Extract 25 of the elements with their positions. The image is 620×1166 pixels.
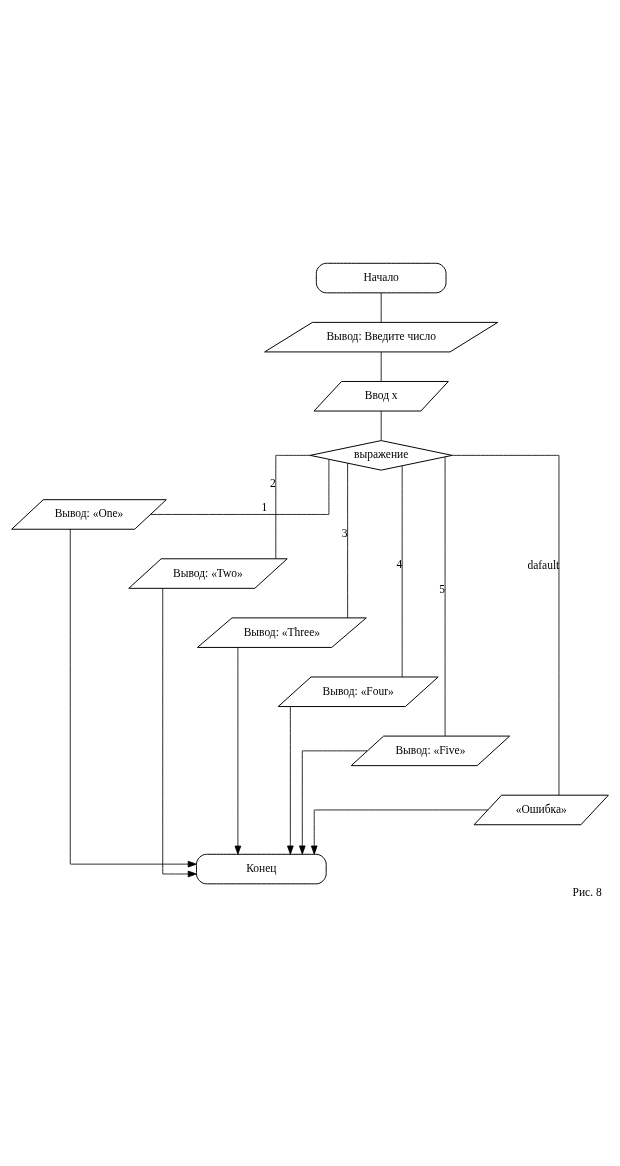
- connector: [347, 462, 349, 619]
- arrow: [69, 528, 197, 868]
- arrow: [299, 750, 368, 855]
- connector: [380, 292, 382, 323]
- edge-label: 5: [439, 583, 446, 596]
- node-box: Начало: [315, 262, 447, 294]
- node-diamond: выражение: [309, 440, 453, 471]
- arrow: [234, 647, 242, 855]
- arrow: [310, 809, 489, 855]
- edge-label: 2: [270, 476, 276, 489]
- caption: Рис. 8: [572, 886, 602, 899]
- edge-label: dafault: [527, 558, 560, 571]
- connector: [380, 410, 382, 441]
- connector: [451, 454, 560, 796]
- node-box: Конец: [196, 853, 327, 885]
- edge-label: 1: [261, 501, 268, 514]
- connector: [150, 459, 330, 515]
- arrow: [162, 588, 197, 878]
- arrow: [287, 706, 294, 855]
- edge-label: 4: [396, 558, 403, 571]
- edge-label: 3: [341, 527, 348, 540]
- connector: [275, 454, 311, 559]
- connector: [380, 351, 382, 382]
- connector: [444, 456, 446, 737]
- connector: [401, 465, 403, 678]
